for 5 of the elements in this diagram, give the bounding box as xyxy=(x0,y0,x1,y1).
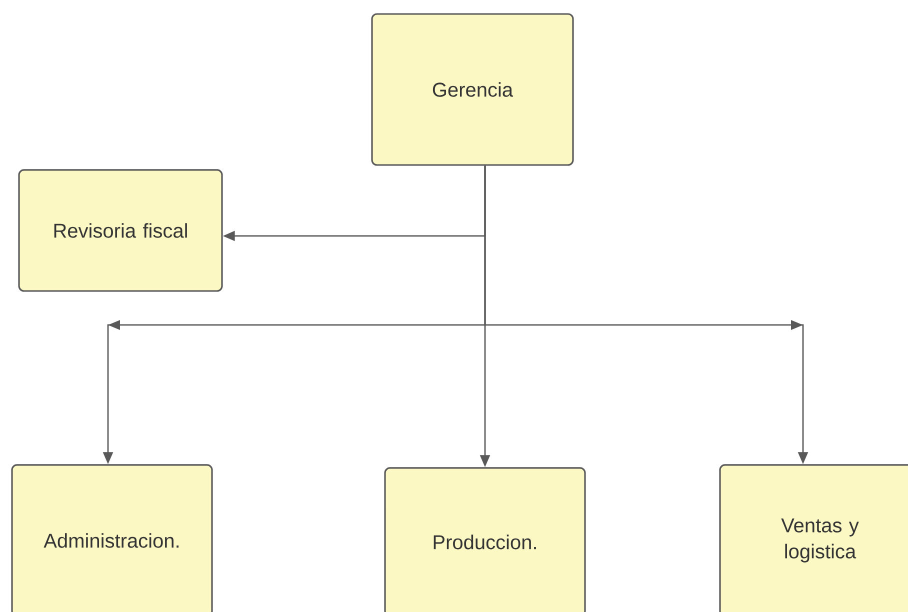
org-box: Ventas y logistica xyxy=(719,464,908,612)
org-box: Gerencia xyxy=(371,13,574,166)
org-box: Produccion. xyxy=(384,467,586,612)
org-box: Revisoria fiscal xyxy=(18,169,223,292)
org-box: Administracion. xyxy=(11,464,213,612)
